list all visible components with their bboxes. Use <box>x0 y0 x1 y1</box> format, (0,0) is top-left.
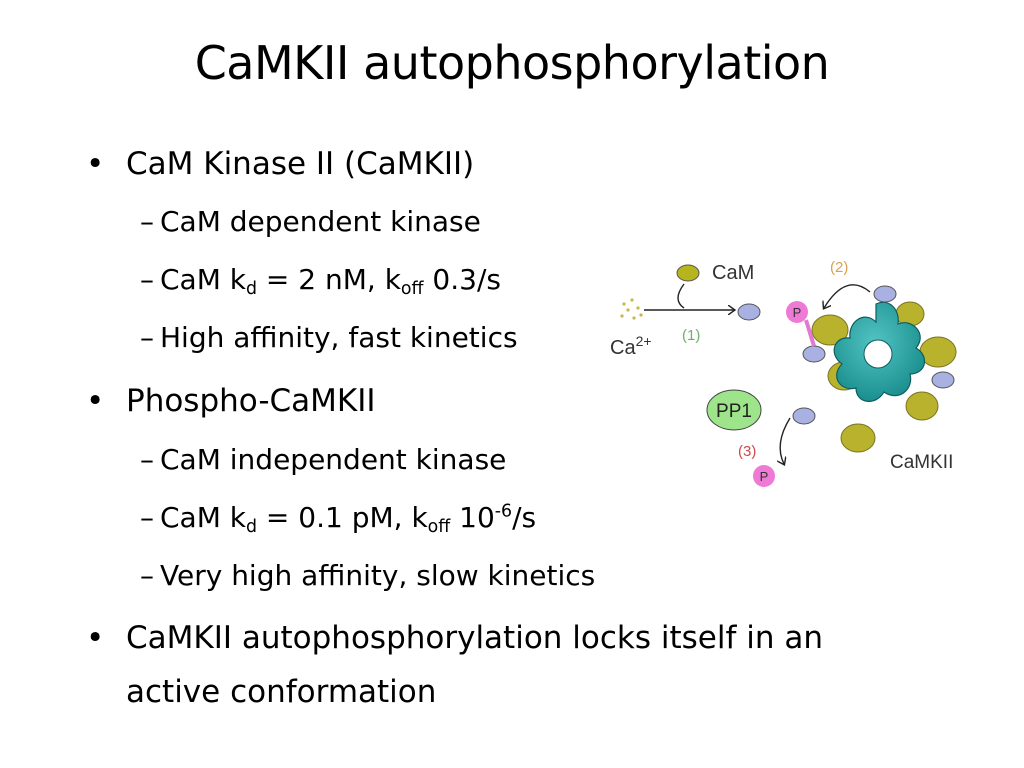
koff-value: 10 <box>450 501 495 534</box>
subitem-kd-2nm: –CaM kd = 2 nM, koff 0.3/s <box>140 262 501 298</box>
bullet-icon: • <box>86 383 105 419</box>
koff-label: = 0.1 pM, k <box>257 501 428 534</box>
koff-subscript: off <box>400 278 424 299</box>
dash-icon: – <box>140 559 154 592</box>
bullet-autophosphorylation: • CaMKII autophosphorylation locks itsel… <box>86 618 824 658</box>
subitem-very-high-affinity: –Very high affinity, slow kinetics <box>140 558 595 594</box>
step2-label: (2) <box>830 259 848 276</box>
bullet-text: CaMKII autophosphorylation locks itself … <box>126 620 824 656</box>
subitem-cam-dependent: –CaM dependent kinase <box>140 204 481 240</box>
bullet-phospho-camkii: • Phospho-CaMKII <box>86 381 376 421</box>
dash-icon: – <box>140 321 154 354</box>
subitem-high-affinity: –High affinity, fast kinetics <box>140 320 518 356</box>
koff-value: 0.3/s <box>423 263 501 296</box>
kd-subscript: d <box>245 516 258 537</box>
kd-subscript: d <box>245 278 258 299</box>
pp1-enzyme <box>706 389 762 431</box>
bullet-icon: • <box>86 146 105 182</box>
camkii-diagram: Ca2+ CaM (1) (2) <box>610 259 957 487</box>
pp1-label: PP1 <box>716 401 752 422</box>
phosphate-label: P <box>793 305 802 320</box>
subitem-text: Very high affinity, slow kinetics <box>160 559 596 592</box>
holoenzyme-binding-sites <box>792 285 955 425</box>
koff-unit: /s <box>512 501 537 534</box>
dash-icon: – <box>140 205 154 238</box>
subitem-kd-01pm: –CaM kd = 0.1 pM, koff 10-6/s <box>140 500 536 536</box>
binding-site <box>737 303 761 321</box>
step1-label: (1) <box>682 327 700 344</box>
slide-title: CaMKII autophosphorylation <box>194 36 830 90</box>
phosphate-icon <box>753 465 775 487</box>
curved-arrow-icon <box>677 283 685 309</box>
bullet-autophosphorylation-continued: active conformation <box>126 672 436 712</box>
calcium-label: Ca2+ <box>610 333 652 359</box>
step3-label: (3) <box>738 443 756 460</box>
subitem-text: High affinity, fast kinetics <box>160 321 518 354</box>
bullet-text: active conformation <box>126 674 437 710</box>
released-phosphate-label: P <box>760 469 769 484</box>
phosphate-link <box>804 319 816 347</box>
dash-icon: – <box>140 443 154 476</box>
exponent-superscript: -6 <box>494 501 513 522</box>
bullet-text: CaM Kinase II (CaMKII) <box>126 146 475 182</box>
dash-icon: – <box>140 263 154 296</box>
cam-molecule <box>676 264 700 282</box>
subitem-text: CaM dependent kinase <box>160 205 481 238</box>
dash-icon: – <box>140 501 154 534</box>
subitem-cam-independent: –CaM independent kinase <box>140 442 506 478</box>
kd-label: CaM k <box>160 263 246 296</box>
curved-arrow-icon <box>780 417 791 464</box>
camkii-label: CaMKII <box>890 452 953 473</box>
subitem-text: CaM independent kinase <box>160 443 507 476</box>
phosphate-icon <box>786 301 808 323</box>
hub-center <box>863 339 893 369</box>
kd-label: CaM k <box>160 501 246 534</box>
koff-subscript: off <box>427 516 451 537</box>
cam-label: CaM <box>712 262 754 284</box>
bullet-icon: • <box>86 620 105 656</box>
bullet-camkii: • CaM Kinase II (CaMKII) <box>86 144 475 184</box>
curved-arrow-icon <box>824 284 871 308</box>
koff-label: = 2 nM, k <box>257 263 401 296</box>
bullet-text: Phospho-CaMKII <box>126 383 376 419</box>
calcium-ions <box>620 298 643 320</box>
